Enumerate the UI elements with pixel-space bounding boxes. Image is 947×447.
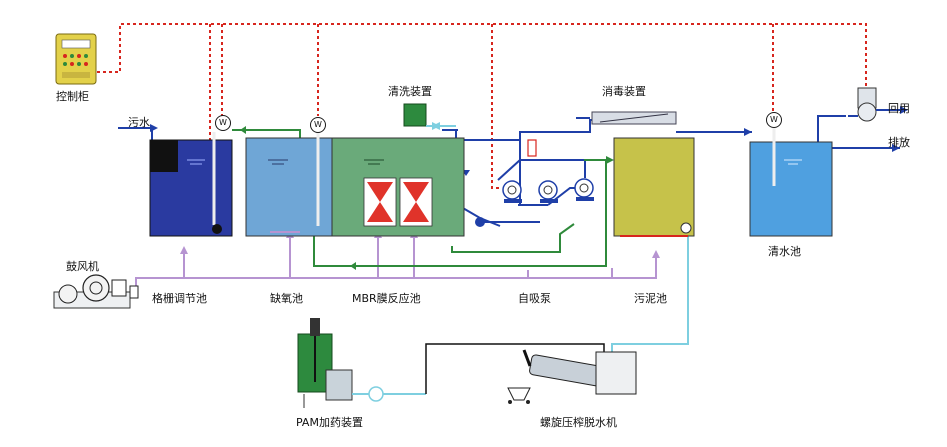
return-arrows <box>240 126 614 270</box>
grid-regulating-tank <box>149 132 233 237</box>
pam-dosing-device <box>297 318 605 408</box>
label-mbr-tank: MBR膜反应池 <box>352 292 421 305</box>
label-clear-water-tank: 清水池 <box>768 245 801 258</box>
label-sludge-tank: 污泥池 <box>634 292 667 305</box>
clear-water-tank <box>749 128 833 237</box>
label-pam-device: PAM加药装置 <box>296 416 363 429</box>
label-discharge: 排放 <box>888 136 910 149</box>
mbr-reactor-tank <box>331 129 465 237</box>
self-priming-pump-1 <box>502 180 522 203</box>
blower <box>53 274 139 309</box>
label-grid-tank: 格栅调节池 <box>152 292 207 305</box>
self-priming-pump-2 <box>538 180 558 203</box>
label-screw-press: 螺旋压榨脱水机 <box>540 416 617 429</box>
anoxic-tank <box>245 130 333 237</box>
disinfection-device <box>576 111 677 125</box>
label-self-priming-pump: 自吸泵 <box>518 292 551 305</box>
flowmeter <box>527 139 537 157</box>
label-disinfection-device: 消毒装置 <box>602 85 646 98</box>
label-reuse: 回用 <box>888 102 910 115</box>
level-meter-anoxic-tank: W <box>310 117 326 133</box>
cleaning-device <box>403 103 456 130</box>
level-meter-clear-tank: W <box>766 112 782 128</box>
label-blower: 鼓风机 <box>66 260 99 273</box>
sludge-tank <box>613 137 695 237</box>
label-anoxic-tank: 缺氧池 <box>270 292 303 305</box>
air-lines <box>135 232 657 288</box>
outlet-pump <box>475 217 485 227</box>
label-control-cabinet: 控制柜 <box>56 90 89 103</box>
control-cabinet <box>55 33 97 85</box>
level-meter-grid-tank: W <box>215 115 231 131</box>
label-sewage: 污水 <box>128 116 150 129</box>
label-cleaning-device: 清洗装置 <box>388 85 432 98</box>
screw-press-dewatering-machine <box>507 349 637 404</box>
sludge-line <box>611 232 689 356</box>
membrane-module-left <box>363 177 397 227</box>
water-lines <box>118 109 900 227</box>
self-priming-pump-3 <box>574 178 594 201</box>
membrane-module-right <box>399 177 433 227</box>
reuse-pump <box>848 87 900 122</box>
